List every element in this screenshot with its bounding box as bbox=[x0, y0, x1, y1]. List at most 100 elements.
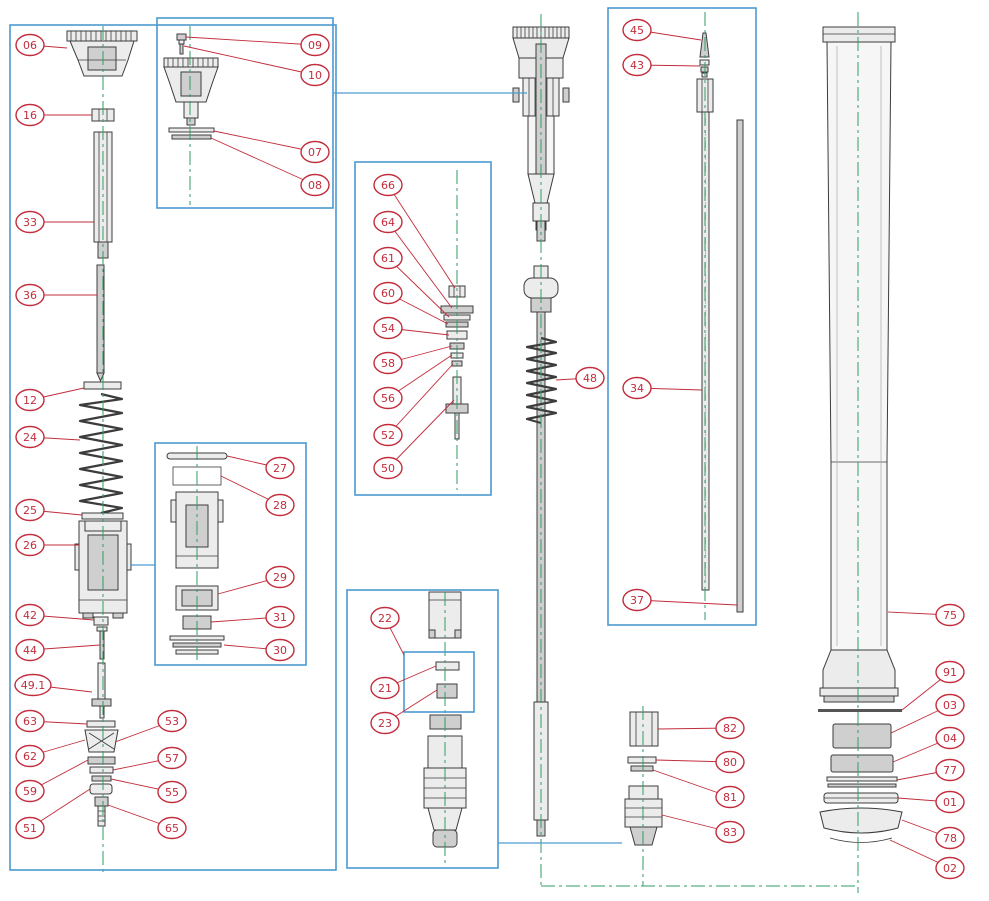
callout-10[interactable]: 10 bbox=[300, 63, 330, 87]
callout-ellipse[interactable] bbox=[715, 820, 745, 844]
callout-ellipse[interactable] bbox=[15, 283, 45, 307]
callout-77[interactable]: 77 bbox=[935, 758, 965, 782]
callout-ellipse[interactable] bbox=[370, 606, 400, 630]
callout-ellipse[interactable] bbox=[15, 603, 45, 627]
callout-ellipse[interactable] bbox=[265, 456, 295, 480]
callout-ellipse[interactable] bbox=[622, 376, 652, 400]
callout-09[interactable]: 09 bbox=[300, 33, 330, 57]
callout-ellipse[interactable] bbox=[300, 173, 330, 197]
callout-ellipse[interactable] bbox=[935, 826, 965, 850]
callout-81[interactable]: 81 bbox=[715, 785, 745, 809]
callout-ellipse[interactable] bbox=[15, 744, 45, 768]
callout-ellipse[interactable] bbox=[373, 386, 403, 410]
callout-ellipse[interactable] bbox=[373, 173, 403, 197]
callout-30[interactable]: 30 bbox=[265, 638, 295, 662]
callout-58[interactable]: 58 bbox=[373, 351, 403, 375]
callout-31[interactable]: 31 bbox=[265, 605, 295, 629]
callout-62[interactable]: 62 bbox=[15, 744, 45, 768]
callout-ellipse[interactable] bbox=[935, 603, 965, 627]
callout-43[interactable]: 43 bbox=[622, 53, 652, 77]
callout-60[interactable]: 60 bbox=[373, 281, 403, 305]
callout-33[interactable]: 33 bbox=[15, 210, 45, 234]
callout-44[interactable]: 44 bbox=[15, 638, 45, 662]
callout-ellipse[interactable] bbox=[373, 423, 403, 447]
callout-ellipse[interactable] bbox=[300, 140, 330, 164]
callout-65[interactable]: 65 bbox=[157, 816, 187, 840]
callout-ellipse[interactable] bbox=[15, 103, 45, 127]
callout-ellipse[interactable] bbox=[575, 366, 605, 390]
callout-57[interactable]: 57 bbox=[157, 746, 187, 770]
callout-ellipse[interactable] bbox=[715, 750, 745, 774]
callout-48[interactable]: 48 bbox=[575, 366, 605, 390]
callout-ellipse[interactable] bbox=[14, 673, 52, 697]
callout-34[interactable]: 34 bbox=[622, 376, 652, 400]
callout-63[interactable]: 63 bbox=[15, 709, 45, 733]
callout-61[interactable]: 61 bbox=[373, 246, 403, 270]
callout-ellipse[interactable] bbox=[715, 716, 745, 740]
callout-ellipse[interactable] bbox=[300, 33, 330, 57]
callout-01[interactable]: 01 bbox=[935, 790, 965, 814]
callout-23[interactable]: 23 bbox=[370, 711, 400, 735]
callout-66[interactable]: 66 bbox=[373, 173, 403, 197]
callout-78[interactable]: 78 bbox=[935, 826, 965, 850]
callout-ellipse[interactable] bbox=[935, 693, 965, 717]
callout-21[interactable]: 21 bbox=[370, 676, 400, 700]
callout-ellipse[interactable] bbox=[935, 856, 965, 880]
callout-ellipse[interactable] bbox=[373, 246, 403, 270]
callout-ellipse[interactable] bbox=[157, 780, 187, 804]
callout-ellipse[interactable] bbox=[15, 709, 45, 733]
callout-80[interactable]: 80 bbox=[715, 750, 745, 774]
callout-50[interactable]: 50 bbox=[373, 456, 403, 480]
callout-ellipse[interactable] bbox=[935, 726, 965, 750]
callout-ellipse[interactable] bbox=[373, 316, 403, 340]
callout-03[interactable]: 03 bbox=[935, 693, 965, 717]
callout-42[interactable]: 42 bbox=[15, 603, 45, 627]
callout-ellipse[interactable] bbox=[265, 493, 295, 517]
callout-91[interactable]: 91 bbox=[935, 660, 965, 684]
callout-54[interactable]: 54 bbox=[373, 316, 403, 340]
callout-45[interactable]: 45 bbox=[622, 18, 652, 42]
callout-ellipse[interactable] bbox=[15, 498, 45, 522]
callout-51[interactable]: 51 bbox=[15, 816, 45, 840]
callout-08[interactable]: 08 bbox=[300, 173, 330, 197]
callout-ellipse[interactable] bbox=[935, 790, 965, 814]
callout-ellipse[interactable] bbox=[15, 210, 45, 234]
callout-22[interactable]: 22 bbox=[370, 606, 400, 630]
callout-ellipse[interactable] bbox=[935, 660, 965, 684]
callout-ellipse[interactable] bbox=[15, 779, 45, 803]
callout-75[interactable]: 75 bbox=[935, 603, 965, 627]
callout-49.1[interactable]: 49.1 bbox=[14, 673, 52, 697]
callout-ellipse[interactable] bbox=[265, 638, 295, 662]
callout-ellipse[interactable] bbox=[15, 33, 45, 57]
callout-ellipse[interactable] bbox=[373, 210, 403, 234]
callout-55[interactable]: 55 bbox=[157, 780, 187, 804]
callout-ellipse[interactable] bbox=[373, 281, 403, 305]
callout-ellipse[interactable] bbox=[370, 711, 400, 735]
callout-ellipse[interactable] bbox=[622, 18, 652, 42]
callout-28[interactable]: 28 bbox=[265, 493, 295, 517]
callout-59[interactable]: 59 bbox=[15, 779, 45, 803]
callout-29[interactable]: 29 bbox=[265, 565, 295, 589]
callout-27[interactable]: 27 bbox=[265, 456, 295, 480]
callout-24[interactable]: 24 bbox=[15, 425, 45, 449]
callout-26[interactable]: 26 bbox=[15, 533, 45, 557]
callout-37[interactable]: 37 bbox=[622, 588, 652, 612]
callout-36[interactable]: 36 bbox=[15, 283, 45, 307]
callout-64[interactable]: 64 bbox=[373, 210, 403, 234]
callout-56[interactable]: 56 bbox=[373, 386, 403, 410]
callout-07[interactable]: 07 bbox=[300, 140, 330, 164]
callout-52[interactable]: 52 bbox=[373, 423, 403, 447]
callout-ellipse[interactable] bbox=[715, 785, 745, 809]
callout-ellipse[interactable] bbox=[265, 605, 295, 629]
callout-ellipse[interactable] bbox=[157, 746, 187, 770]
callout-16[interactable]: 16 bbox=[15, 103, 45, 127]
callout-ellipse[interactable] bbox=[373, 351, 403, 375]
callout-83[interactable]: 83 bbox=[715, 820, 745, 844]
callout-ellipse[interactable] bbox=[157, 709, 187, 733]
callout-ellipse[interactable] bbox=[15, 816, 45, 840]
callout-25[interactable]: 25 bbox=[15, 498, 45, 522]
callout-ellipse[interactable] bbox=[265, 565, 295, 589]
callout-ellipse[interactable] bbox=[370, 676, 400, 700]
callout-ellipse[interactable] bbox=[373, 456, 403, 480]
callout-02[interactable]: 02 bbox=[935, 856, 965, 880]
